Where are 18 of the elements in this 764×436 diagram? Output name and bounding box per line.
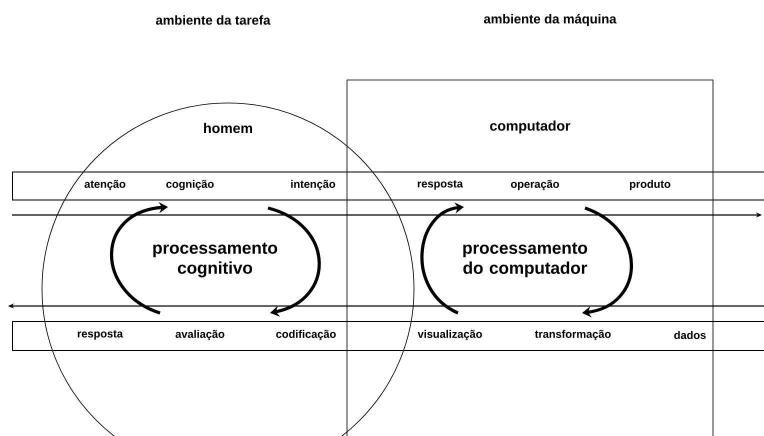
band-label: avaliação <box>176 330 224 340</box>
node-heading: computador <box>490 120 570 134</box>
process-label: processamento do computador <box>463 242 588 278</box>
process-label: processamento cognitivo <box>153 242 278 278</box>
band-label: atenção <box>84 180 126 190</box>
band-label: transformação <box>534 330 611 340</box>
band-label: resposta <box>78 330 123 340</box>
band-label: intenção <box>291 180 336 190</box>
area-heading: ambiente da máquina <box>484 14 617 26</box>
area-heading: ambiente da tarefa <box>156 15 270 25</box>
band-label: dados <box>674 330 706 340</box>
band-label: cognição <box>166 180 214 190</box>
band-label: resposta <box>418 180 463 190</box>
band-label: codificação <box>276 330 336 340</box>
band-label: produto <box>630 180 670 190</box>
band-label: operação <box>510 180 560 190</box>
band-label: visualização <box>418 330 482 340</box>
node-heading: homem <box>204 122 252 134</box>
